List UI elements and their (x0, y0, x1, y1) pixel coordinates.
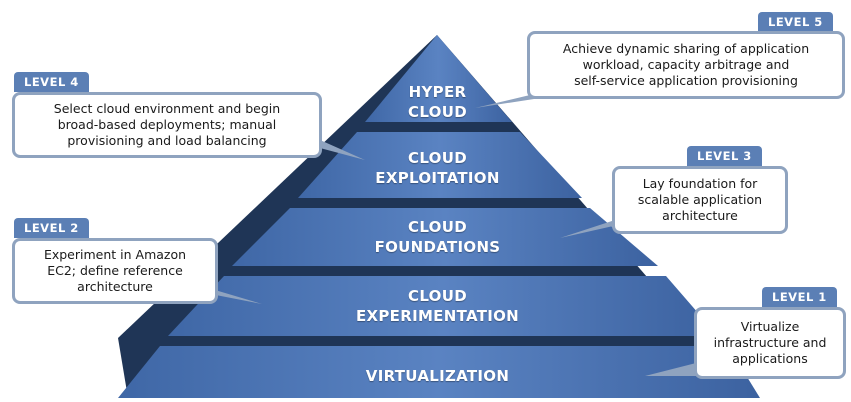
level3-text: Lay foundation for scalable application … (637, 176, 763, 223)
tier-label-line: HYPER (408, 83, 467, 101)
level4-text: Select cloud environment and begin broad… (53, 101, 281, 148)
tier-label-line: VIRTUALIZATION (365, 367, 510, 385)
tier-cloud-exploitation (298, 132, 582, 198)
level4-tag: LEVEL 4 (14, 72, 89, 92)
level1-callout: Virtualize infrastructure and applicatio… (694, 307, 846, 379)
tier-label-line: EXPLOITATION (375, 169, 500, 187)
level2-tag: LEVEL 2 (14, 218, 89, 238)
level5-tag: LEVEL 5 (758, 12, 833, 32)
tier-virtualization (118, 346, 760, 398)
level2-callout: Experiment in Amazon EC2; define referen… (12, 238, 218, 304)
connector-level1 (645, 362, 700, 376)
level5-text: Achieve dynamic sharing of application w… (562, 41, 810, 88)
level2-text: Experiment in Amazon EC2; define referen… (43, 247, 187, 294)
tier-label-cloud-exploitation: CLOUD EXPLOITATION (340, 148, 535, 188)
tier-label-line: FOUNDATIONS (374, 238, 501, 256)
level4-callout: Select cloud environment and begin broad… (12, 92, 322, 158)
tier-label-hyper-cloud: HYPER CLOUD (380, 82, 495, 122)
tier-label-line: CLOUD (408, 218, 467, 236)
level5-callout: Achieve dynamic sharing of application w… (527, 31, 845, 99)
level1-tag: LEVEL 1 (762, 287, 837, 307)
tier-label-cloud-foundations: CLOUD FOUNDATIONS (340, 217, 535, 257)
tier-cloud-foundations (232, 208, 658, 266)
level1-text: Virtualize infrastructure and applicatio… (713, 319, 827, 366)
tier-label-cloud-experimentation: CLOUD EXPERIMENTATION (315, 286, 560, 326)
tier-cloud-experimentation (168, 276, 718, 336)
tier-label-line: EXPERIMENTATION (355, 307, 520, 325)
tier-label-line: CLOUD (408, 103, 467, 121)
tier-label-virtualization: VIRTUALIZATION (330, 366, 545, 386)
level3-tag: LEVEL 3 (687, 146, 762, 166)
tier-label-line: CLOUD (408, 149, 467, 167)
tier-label-line: CLOUD (408, 287, 467, 305)
tier-hyper-cloud (365, 35, 512, 122)
level3-callout: Lay foundation for scalable application … (612, 166, 788, 234)
